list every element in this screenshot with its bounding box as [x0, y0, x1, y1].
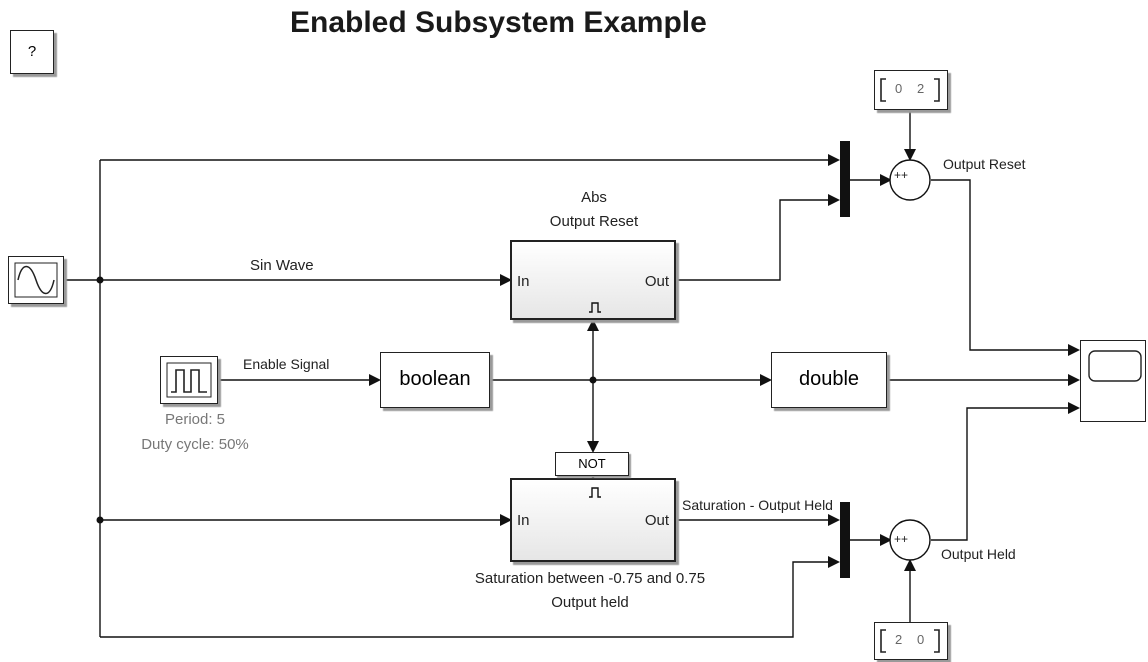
double-conversion-block[interactable]: double: [771, 352, 887, 408]
mux-top[interactable]: [840, 141, 850, 217]
line-output-held: [931, 402, 1080, 541]
boolean-label: boolean: [399, 368, 471, 390]
abs-in-port: In: [517, 273, 530, 290]
sine-wave-source[interactable]: [8, 256, 64, 304]
enable-port-icon: [589, 302, 601, 313]
saturation-caption: Saturation between -0.75 and 0.75: [474, 570, 706, 587]
not-label: NOT: [578, 456, 606, 471]
signal-label-sin-wave: Sin Wave: [250, 257, 314, 274]
diagram-title: Enabled Subsystem Example: [290, 6, 707, 39]
bracket-icon: [880, 629, 940, 653]
abs-title: Abs: [581, 189, 607, 206]
junction-dot: [96, 276, 104, 284]
abs-subtitle: Output Reset: [549, 213, 639, 230]
abs-subsystem[interactable]: In Out: [510, 240, 676, 320]
constant-bottom[interactable]: 2 0: [874, 622, 948, 660]
sum-bottom[interactable]: [889, 519, 931, 561]
pulse-generator-icon: [166, 362, 212, 398]
line-abs-out: [676, 194, 840, 281]
sum-top[interactable]: [889, 159, 931, 201]
double-label: double: [798, 368, 860, 390]
enable-port-icon: [589, 487, 601, 498]
line-output-reset: [931, 179, 1080, 356]
scope-icon: [1088, 350, 1142, 382]
signal-label-output-held: Output Held: [941, 546, 1016, 562]
signal-label-saturation: Saturation - Output Held: [682, 497, 833, 513]
abs-out-port: Out: [644, 273, 669, 290]
junction-dot: [96, 516, 104, 524]
constant-bottom-v2: 0: [917, 632, 925, 647]
junction-dot: [589, 376, 597, 384]
help-button-label: ?: [27, 43, 37, 60]
help-button[interactable]: ?: [10, 30, 54, 74]
signal-label-enable: Enable Signal: [243, 356, 330, 372]
saturation-out-port: Out: [644, 512, 669, 529]
pulse-period-label: Period: 5: [164, 411, 226, 428]
pulse-duty-label: Duty cycle: 50%: [141, 436, 249, 453]
boolean-conversion-block[interactable]: boolean: [380, 352, 490, 408]
saturation-caption-2: Output held: [551, 594, 629, 611]
sum-bottom-signs: ++: [894, 532, 909, 546]
constant-top-v1: 0: [895, 81, 903, 96]
sine-wave-icon: [14, 262, 58, 298]
not-block[interactable]: NOT: [555, 452, 629, 476]
bracket-icon: [880, 78, 940, 102]
pulse-generator[interactable]: [160, 356, 218, 404]
scope-block[interactable]: [1080, 340, 1146, 422]
mux-bottom[interactable]: [840, 502, 850, 578]
constant-top-v2: 2: [917, 81, 925, 96]
sum-top-signs: ++: [894, 168, 909, 182]
signal-label-output-reset: Output Reset: [943, 156, 1026, 172]
line-sine-to-mux-bottom: [100, 556, 840, 638]
constant-bottom-v1: 2: [895, 632, 903, 647]
constant-top[interactable]: 0 2: [874, 70, 948, 110]
saturation-subsystem[interactable]: In Out: [510, 478, 676, 562]
saturation-in-port: In: [517, 512, 530, 529]
